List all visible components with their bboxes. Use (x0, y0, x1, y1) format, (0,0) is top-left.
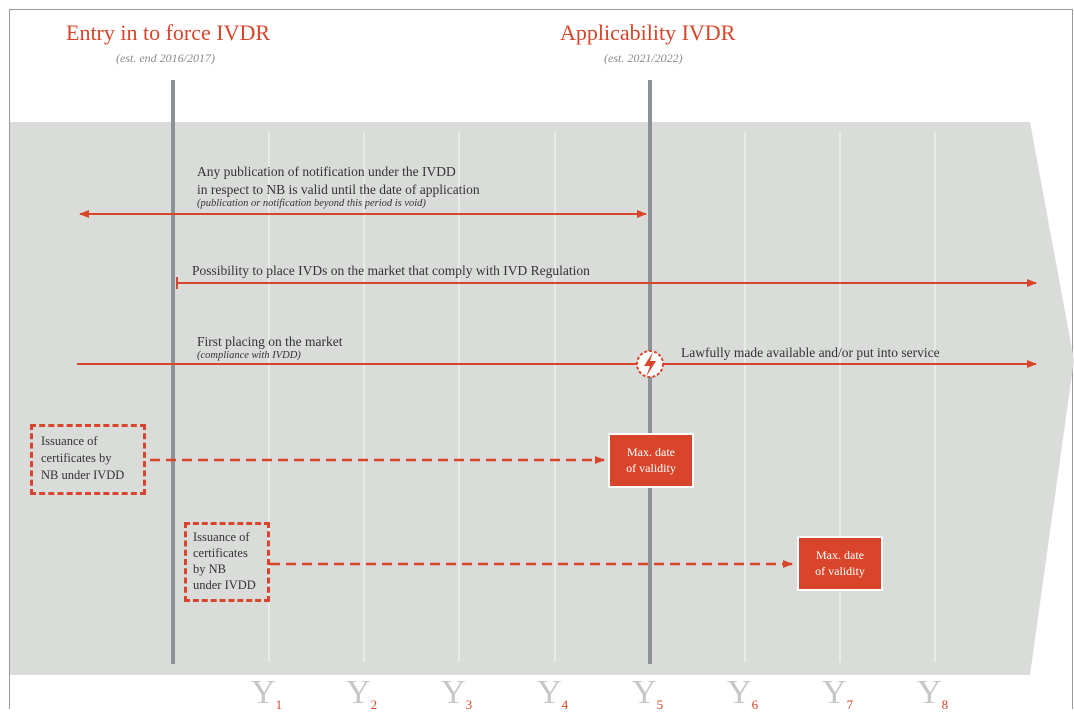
max-validity-line: of validity (815, 564, 865, 578)
year-label-6: Y6 (727, 674, 759, 713)
certificate-2-label-line: Issuance of (193, 530, 250, 544)
max-validity-line: Max. date (816, 548, 864, 562)
notification-line2: in respect to NB is valid until the date… (197, 182, 480, 197)
applicability-subtitle: (est. 2021/2022) (604, 51, 683, 65)
max-validity-line: Max. date (627, 445, 675, 459)
certificate-2-label-line: certificates (193, 546, 248, 560)
certificate-1-label-line: certificates by (41, 451, 112, 465)
certificate-1-max-validity: Max. date of validity (608, 433, 694, 488)
lightning-bolt-icon (636, 350, 664, 378)
certificate-2-box: Issuance of certificates by NB under IVD… (184, 522, 270, 602)
year-label-8: Y8 (917, 674, 949, 713)
year-label-5: Y5 (632, 674, 664, 713)
applicability-title: Applicability IVDR (560, 20, 736, 45)
certificate-2-max-validity: Max. date of validity (797, 536, 883, 591)
place-ivds-text: Possibility to place IVDs on the market … (192, 263, 590, 278)
certificate-1-box: Issuance of certificates by NB under IVD… (30, 424, 146, 495)
certificate-2-label-line: by NB (193, 562, 226, 576)
timeline-band (10, 122, 1074, 675)
entry-into-force-subtitle: (est. end 2016/2017) (116, 51, 215, 65)
notification-note: (publication or notification beyond this… (197, 198, 426, 209)
year-label-4: Y4 (537, 674, 569, 713)
certificate-1-label-line: Issuance of (41, 434, 98, 448)
first-placing-note: (compliance with IVDD) (197, 350, 301, 361)
first-placing-text: First placing on the market (197, 334, 343, 349)
year-label-3: Y3 (441, 674, 473, 713)
year-label-2: Y2 (346, 674, 378, 713)
certificate-1-label-line: NB under IVDD (41, 468, 125, 482)
lawfully-available-text: Lawfully made available and/or put into … (681, 345, 940, 360)
notification-line1: Any publication of notification under th… (197, 164, 456, 179)
certificate-2-label-line: under IVDD (193, 578, 256, 592)
year-label-7: Y7 (822, 674, 854, 713)
entry-into-force-title: Entry in to force IVDR (66, 20, 271, 45)
year-label-1: Y1 (251, 674, 283, 713)
max-validity-line: of validity (626, 461, 676, 475)
